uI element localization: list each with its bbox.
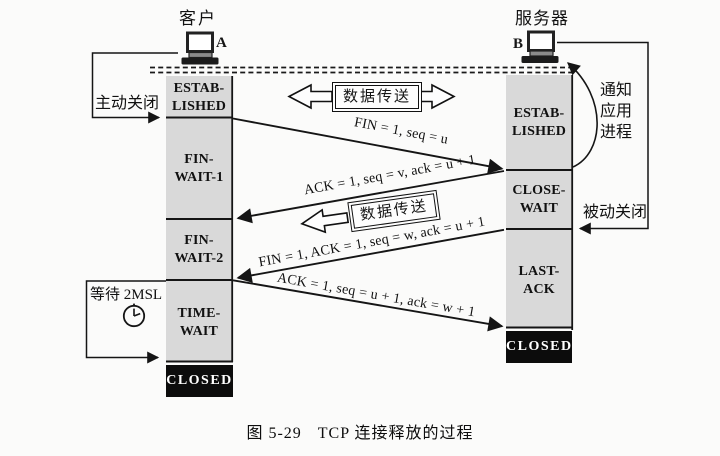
client-state-fin-wait-2: FIN- WAIT-2 <box>174 233 224 266</box>
data-transfer-middle-left-arrow-icon <box>300 208 350 234</box>
figure-title: TCP 连接释放的过程 <box>317 425 474 442</box>
client-host-label: 客户 <box>179 9 217 28</box>
figure-number: 图 5-29 <box>246 425 302 442</box>
client-state-time-wait: TIME- WAIT <box>177 306 221 339</box>
notify-application-curve-arrow <box>567 62 598 168</box>
last-ack-segment-label: ACK = 1, seq = u + 1, ack = w + 1 <box>275 270 477 321</box>
figure-caption: 图 5-29 TCP 连接释放的过程 <box>0 419 720 443</box>
client-host-letter: A <box>216 35 227 51</box>
wait-2msl-label: 等待 2MSL <box>90 287 163 303</box>
client-state-fin-wait-1: FIN- WAIT-1 <box>174 152 224 185</box>
server-host-letter: B <box>513 36 524 52</box>
server-computer-icon <box>521 30 559 63</box>
data-transfer-label-top: 数据传送 <box>335 85 420 109</box>
clock-icon <box>122 303 146 328</box>
notify-application-label: 通知 应用 进程 <box>600 82 633 141</box>
server-state-closed: CLOSED <box>506 331 572 363</box>
server-host-label: 服务器 <box>515 9 569 28</box>
server-state-established: ESTAB- LISHED <box>511 106 567 139</box>
data-transfer-label-middle: 数据传送 <box>350 193 438 229</box>
active-close-label: 主动关闭 <box>95 95 160 112</box>
ack-segment-label: ACK = 1, seq = v, ack = u + 1 <box>302 152 477 199</box>
data-transfer-left-arrow-icon <box>287 83 333 110</box>
passive-close-label: 被动关闭 <box>583 204 648 221</box>
fin-segment-label: FIN = 1, seq = u <box>352 115 450 148</box>
client-state-established: ESTAB- LISHED <box>171 81 227 114</box>
connection-dashed-lines <box>150 66 576 74</box>
client-state-closed: CLOSED <box>166 365 233 397</box>
server-state-close-wait: CLOSE- WAIT <box>512 183 566 216</box>
data-transfer-box-top: 数据传送 <box>332 82 423 112</box>
server-state-last-ack: LAST- ACK <box>518 264 560 297</box>
client-computer-icon <box>181 31 219 65</box>
